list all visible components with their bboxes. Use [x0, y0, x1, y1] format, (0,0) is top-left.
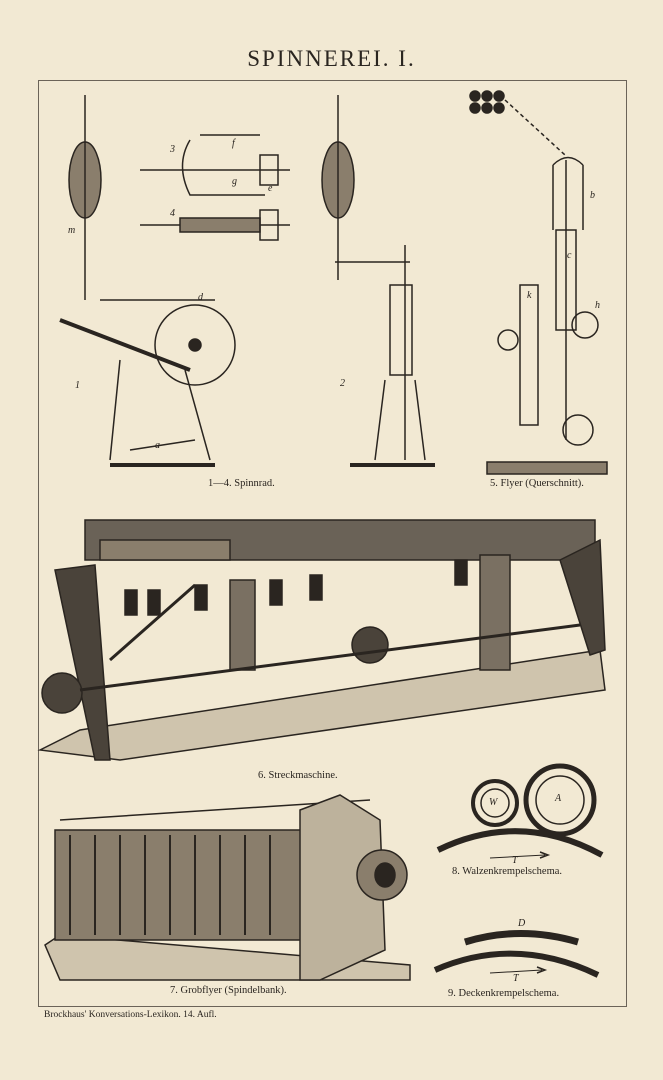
label-fig1: 1 [75, 380, 80, 391]
label-A: A [555, 793, 562, 804]
label-b: b [590, 190, 595, 201]
label-W: W [489, 797, 498, 808]
page-title: SPINNEREI. I. [247, 46, 416, 71]
label-T-fig9: T [513, 973, 519, 984]
label-fig4: 4 [170, 208, 175, 219]
roller-card-diagram-fig8 [436, 763, 604, 859]
label-e: e [268, 183, 273, 194]
label-D: D [518, 918, 526, 929]
flyer-detail-fig3-4 [140, 134, 290, 241]
flyer-cross-section-fig5 [469, 90, 608, 475]
caption-fig9: 9. Deckenkrempelschema. [448, 988, 560, 999]
label-k: k [527, 290, 532, 301]
flat-card-diagram-fig9 [433, 930, 600, 978]
label-d: d [198, 292, 203, 303]
label-c: c [567, 250, 572, 261]
caption-fig1-4: 1—4. Spinnrad. [208, 478, 275, 489]
label-fig2: 2 [340, 378, 345, 389]
caption-fig8: 8. Walzenkrempelschema. [452, 866, 563, 877]
label-a: a [155, 440, 160, 451]
caption-fig7: 7. Grobflyer (Spindelbank). [170, 985, 287, 996]
label-m: m [68, 225, 76, 236]
spinning-wheel-fig1 [59, 95, 236, 467]
caption-fig6: 6. Streckmaschine. [258, 770, 338, 781]
publisher-footer: Brockhaus' Konversations-Lexikon. 14. Au… [44, 1010, 217, 1020]
label-h: h [595, 300, 600, 311]
label-fig3: 3 [170, 144, 175, 155]
label-f: f [232, 138, 235, 149]
label-g: g [232, 176, 237, 187]
plate-frame [38, 80, 627, 1007]
label-T-fig8: T [512, 855, 518, 866]
caption-fig5: 5. Flyer (Querschnitt). [490, 478, 584, 489]
spinning-wheel-fig2 [321, 95, 435, 467]
drawing-frame-fig6 [37, 519, 606, 761]
roving-frame-fig7 [44, 794, 411, 981]
